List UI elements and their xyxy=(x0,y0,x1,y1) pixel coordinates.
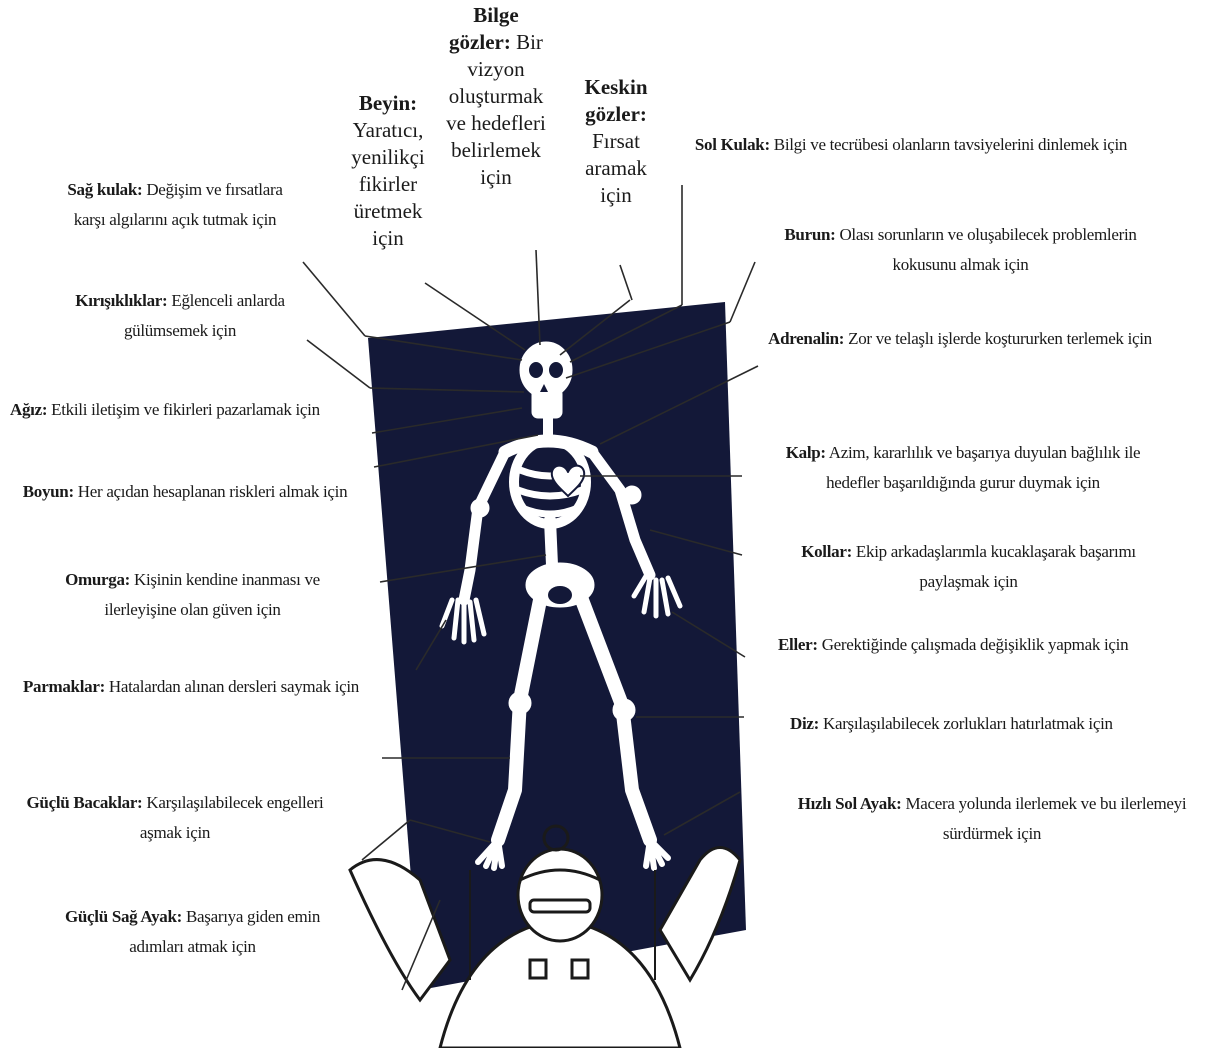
label-title: Bilge gözler: xyxy=(449,3,519,54)
label-eller: Eller: Gerektiğinde çalışmada değişiklik… xyxy=(778,630,1178,660)
label-text: Ekip arkadaşlarımla kucaklaşarak başarım… xyxy=(856,542,1136,591)
label-title: Adrenalin: xyxy=(768,329,844,348)
label-text: Yaratıcı, yenilikçi fikirler üretmek içi… xyxy=(351,118,424,250)
label-kollar: Kollar: Ekip arkadaşlarımla kucaklaşarak… xyxy=(776,537,1161,597)
label-parmaklar: Parmaklar: Hatalardan alınan dersleri sa… xyxy=(20,672,362,702)
label-boyun: Boyun: Her açıdan hesaplanan riskleri al… xyxy=(20,477,350,507)
label-title: Güçlü Sağ Ayak: xyxy=(65,907,182,926)
label-beyin: Beyin: Yaratıcı, yenilikçi fikirler üret… xyxy=(342,90,434,252)
label-text: Fırsat aramak için xyxy=(585,129,647,207)
label-text: Etkili iletişim ve fikirleri pazarlamak … xyxy=(51,400,320,419)
label-text: Zor ve telaşlı işlerde koştururken terle… xyxy=(848,329,1152,348)
label-title: Diz: xyxy=(790,714,819,733)
label-text: Azim, kararlılık ve başarıya duyulan bağ… xyxy=(826,443,1140,492)
label-omurga: Omurga: Kişinin kendine inanması ve iler… xyxy=(50,565,335,625)
label-title: Kırışıklıklar: xyxy=(75,291,167,310)
label-kirisikliklar: Kırışıklıklar: Eğlenceli anlarda gülümse… xyxy=(60,286,300,346)
label-title: Hızlı Sol Ayak: xyxy=(798,794,902,813)
label-text: Karşılaşılabilecek engelleri aşmak için xyxy=(140,793,324,842)
label-title: Ağız: xyxy=(10,400,47,419)
label-text: Her açıdan hesaplanan riskleri almak içi… xyxy=(78,482,348,501)
label-text: Karşılaşılabilecek zorlukları hatırlatma… xyxy=(823,714,1113,733)
label-title: Kollar: xyxy=(801,542,852,561)
label-text: Gerektiğinde çalışmada değişiklik yapmak… xyxy=(822,635,1129,654)
label-hizli-sol-ayak: Hızlı Sol Ayak: Macera yolunda ilerlemek… xyxy=(762,789,1222,849)
label-keskin-gozler: Keskin gözler: Fırsat aramak için xyxy=(575,74,657,209)
label-title: Parmaklar: xyxy=(23,677,105,696)
label-title: Boyun: xyxy=(23,482,74,501)
label-text: Hatalardan alınan dersleri saymak için xyxy=(109,677,359,696)
label-title: Kalp: xyxy=(786,443,826,462)
label-title: Eller: xyxy=(778,635,818,654)
label-adrenalin: Adrenalin: Zor ve telaşlı işlerde koştur… xyxy=(760,316,1160,362)
label-bilge-gozler: Bilge gözler: Bir vizyon oluşturmak ve h… xyxy=(442,2,550,191)
label-kalp: Kalp: Azim, kararlılık ve başarıya duyul… xyxy=(763,438,1163,498)
label-agiz: Ağız: Etkili iletişim ve fikirleri pazar… xyxy=(10,395,360,425)
label-diz: Diz: Karşılaşılabilecek zorlukları hatır… xyxy=(790,709,1170,739)
label-title: Sol Kulak: xyxy=(695,135,770,154)
right-knee xyxy=(613,699,635,721)
label-title: Keskin gözler: xyxy=(584,75,647,126)
label-title: Omurga: xyxy=(65,570,130,589)
label-title: Sağ kulak: xyxy=(67,180,142,199)
person-head xyxy=(518,849,602,941)
label-text: Kişinin kendine inanması ve ilerleyişine… xyxy=(104,570,320,619)
label-text: Macera yolunda ilerlemek ve bu ilerlemey… xyxy=(905,794,1186,843)
label-title: Burun: xyxy=(784,225,835,244)
label-text: Olası sorunların ve oluşabilecek problem… xyxy=(839,225,1136,274)
spine xyxy=(550,520,552,565)
label-sol-kulak: Sol Kulak: Bilgi ve tecrübesi olanların … xyxy=(686,130,1136,160)
label-burun: Burun: Olası sorunların ve oluşabilecek … xyxy=(763,220,1158,280)
label-title: Beyin: xyxy=(359,91,417,115)
label-sag-kulak: Sağ kulak: Değişim ve fırsatlara karşı a… xyxy=(50,175,300,235)
label-title: Güçlü Bacaklar: xyxy=(27,793,143,812)
left-knee xyxy=(509,692,531,714)
label-guclu-bacaklar: Güçlü Bacaklar: Karşılaşılabilecek engel… xyxy=(10,788,340,848)
label-text: Bilgi ve tecrübesi olanların tavsiyeleri… xyxy=(774,135,1127,154)
label-guclu-sag-ayak: Güçlü Sağ Ayak: Başarıya giden emin adım… xyxy=(45,902,340,962)
